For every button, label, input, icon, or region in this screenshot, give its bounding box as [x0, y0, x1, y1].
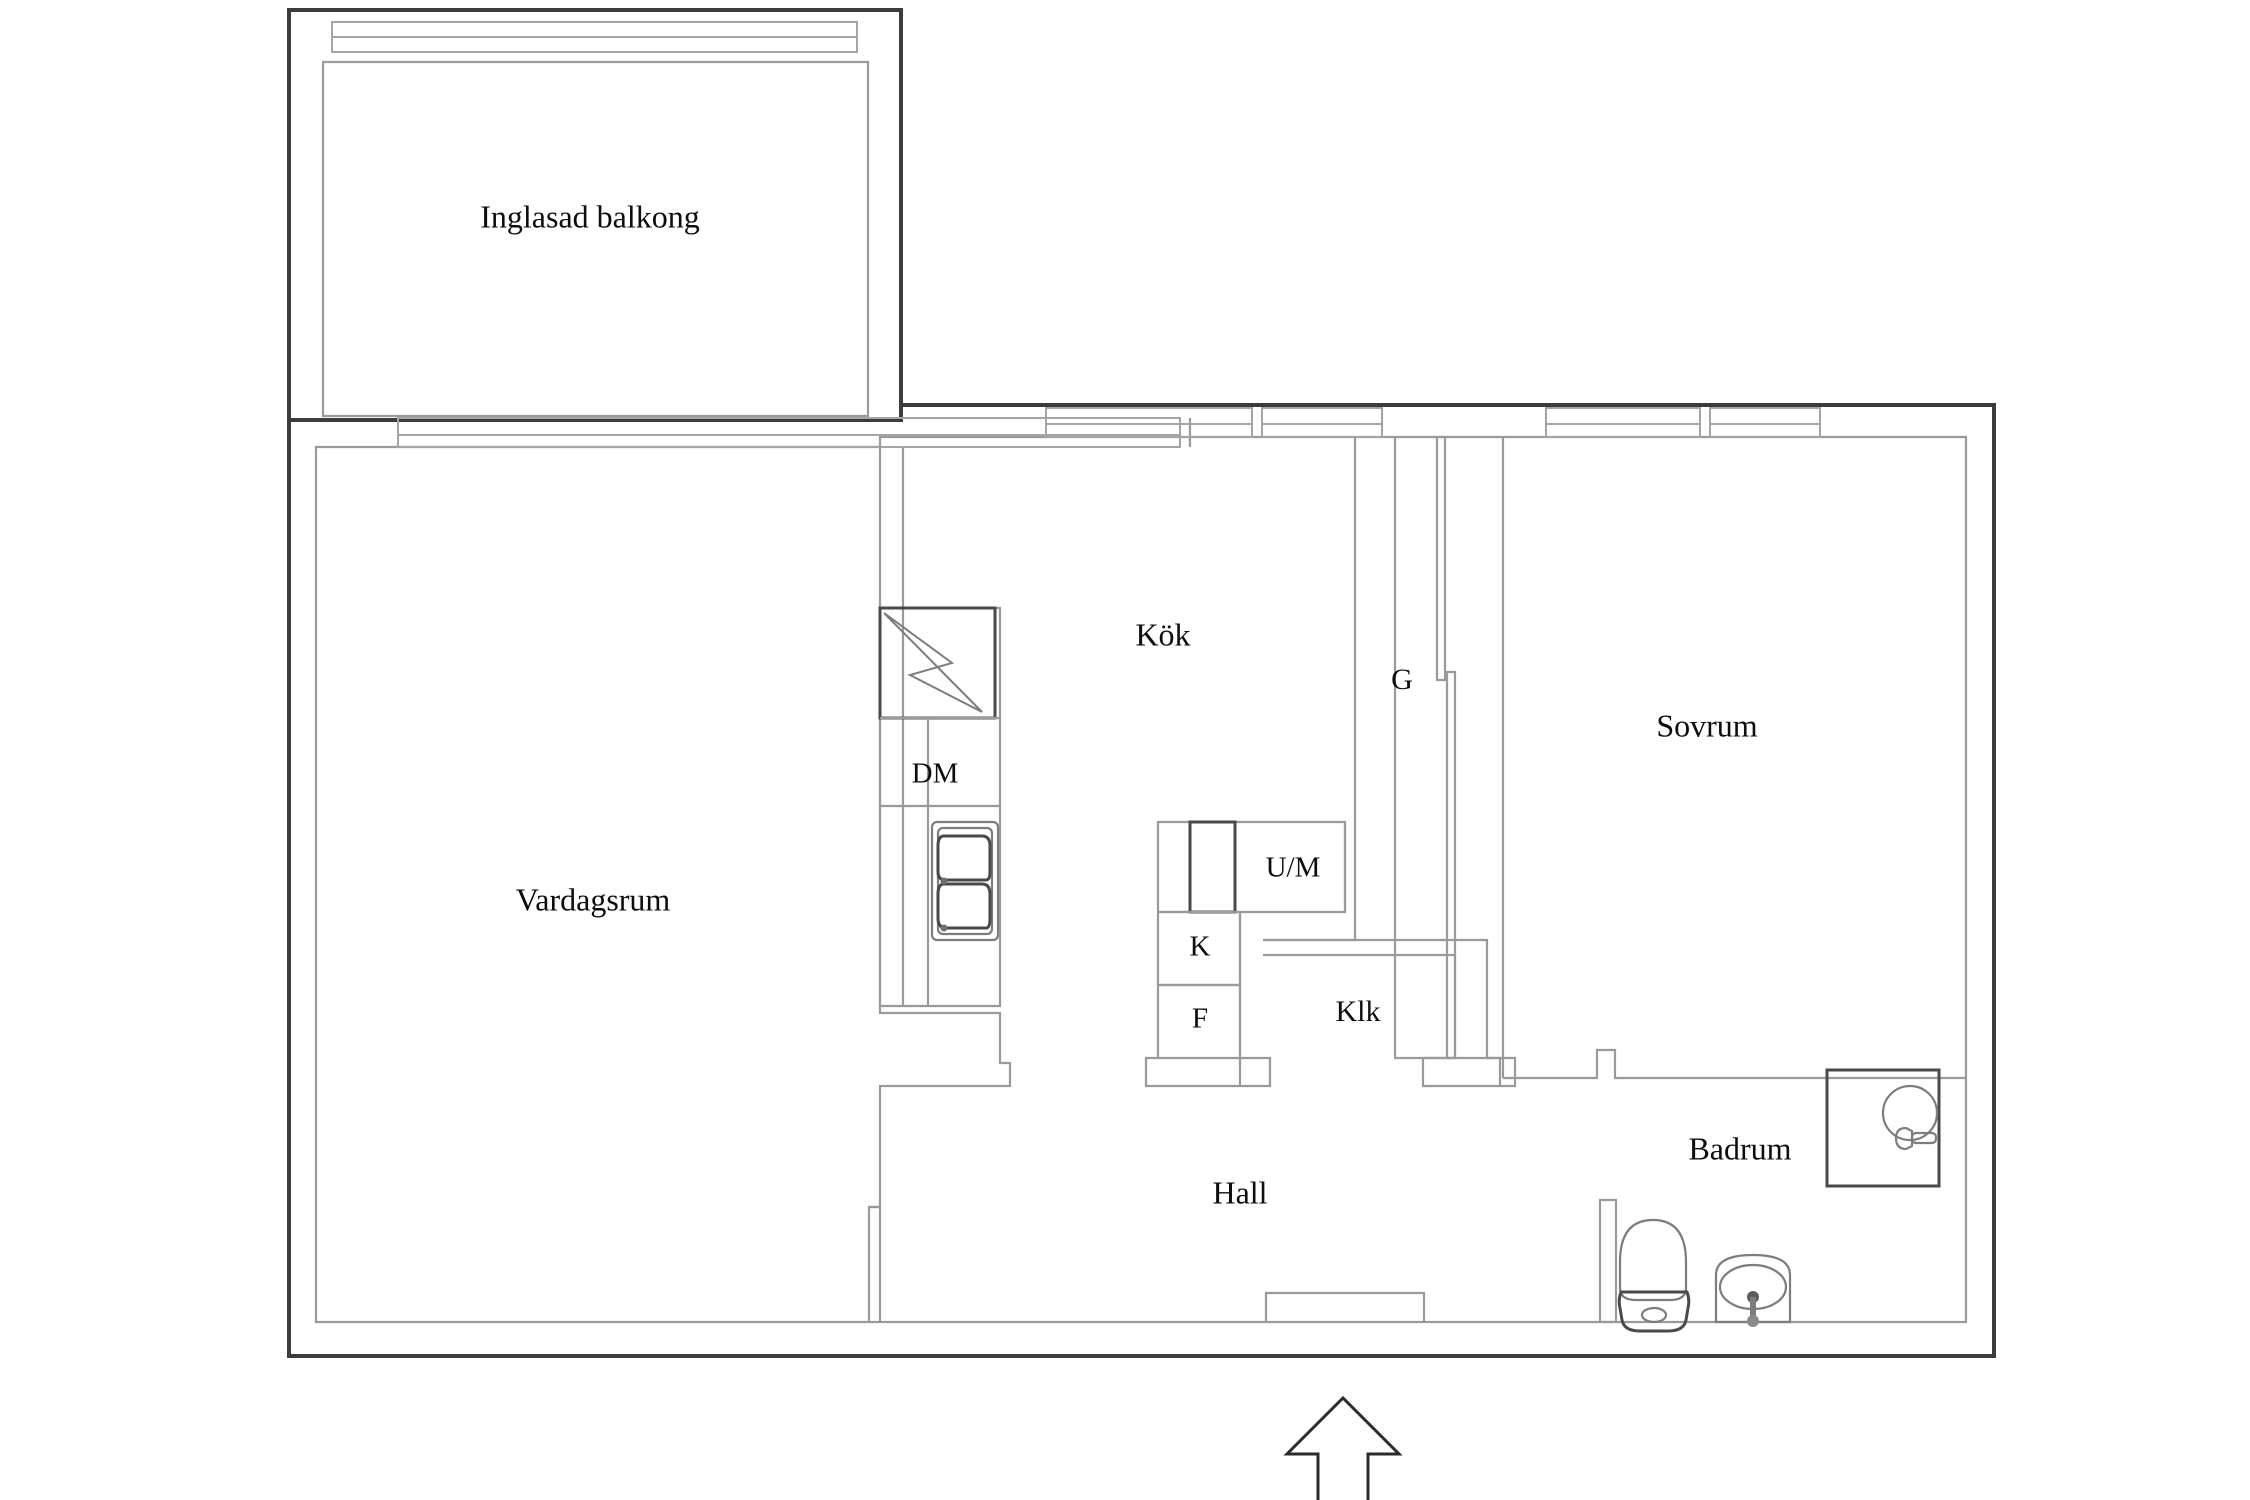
wardrobe-g-footing: [1487, 1056, 1502, 1086]
bathroom-group: [1598, 1068, 1941, 1333]
entrance-arrow: [1283, 1395, 1403, 1500]
partition-kitchen-east: [1263, 435, 1517, 1088]
sink-drain-lower: [940, 924, 948, 932]
washbasin-body: [1714, 1253, 1792, 1324]
front-door-reveal: [1264, 1291, 1426, 1322]
kitchen-sink-icon: [930, 820, 1000, 942]
window-group-north: [397, 407, 1821, 448]
toilet-flush-button: [1640, 1306, 1668, 1324]
outer-wall-outline: [287, 403, 1996, 1358]
balcony-inner-outline: [321, 60, 870, 418]
shower-drain: [1881, 1084, 1939, 1142]
shower-icon: [1825, 1068, 1941, 1188]
sink-basin-upper: [936, 834, 992, 882]
window-kitchen-right: [1261, 407, 1383, 438]
shower-tray: [1825, 1068, 1941, 1188]
sink-basin-lower: [936, 882, 992, 930]
bedroom-walls: [1501, 437, 1966, 1080]
shower-head-arm: [1910, 1131, 1938, 1145]
wall-hall-west-stub: [869, 1205, 882, 1322]
window-bedroom-left: [1545, 407, 1701, 438]
toilet-bowl: [1618, 1218, 1688, 1302]
balcony-door-band: [397, 417, 1181, 448]
sink-outer: [930, 820, 1000, 942]
room-label-bathroom: Badrum: [1688, 1130, 1791, 1166]
stove-hob-icon: [883, 612, 983, 713]
shower-head-base: [1894, 1126, 1914, 1151]
kitchen-counter-run: [878, 606, 1002, 1008]
oven-micro-door: [1188, 820, 1237, 914]
closet-klk-outline: [1263, 938, 1517, 1088]
window-kitchen-left: [1045, 407, 1253, 438]
stove-outline: [878, 606, 997, 720]
wardrobe-g-outline: [1393, 437, 1490, 1060]
room-label-bedroom: Sovrum: [1656, 707, 1757, 743]
sink-drain-upper: [940, 877, 948, 885]
wall-kitchen-east-return: [1263, 912, 1357, 942]
toilet-cistern: [1617, 1290, 1691, 1333]
sink-inner: [936, 826, 994, 936]
appliance-label-washer-dryer: U/M: [1266, 852, 1321, 884]
appliance-label-dishwasher: DM: [912, 758, 959, 790]
room-label-kitchen: Kök: [1135, 616, 1190, 652]
bathroom-door-jamb: [1598, 1198, 1618, 1324]
appliance-block: [1144, 820, 1347, 1088]
toilet-icon: [1617, 1218, 1691, 1333]
appliance-block-kickplate: [1144, 1056, 1272, 1088]
room-label-closet: Klk: [1336, 995, 1381, 1028]
window-bedroom-right: [1709, 407, 1821, 438]
washbasin-tap-head: [1747, 1315, 1759, 1327]
appliance-label-fridge: K: [1190, 931, 1211, 963]
washbasin-tap-stem: [1750, 1297, 1756, 1321]
balcony-glazing-top: [331, 21, 858, 53]
appliance-label-freezer: F: [1192, 1003, 1208, 1035]
room-label-livingroom: Vardagsrum: [516, 881, 671, 917]
wall-bedroom-south: [1503, 1048, 1966, 1080]
room-label-wardrobe: G: [1391, 663, 1413, 696]
wardrobe-sliding-leaf-lower: [1445, 670, 1457, 1060]
outer-wall-inner-face: [314, 435, 1968, 1324]
wardrobe-sliding-leaf-upper: [1435, 435, 1447, 682]
hall-walls: [869, 1205, 1426, 1322]
room-label-hall: Hall: [1212, 1174, 1267, 1210]
washbasin-icon: [1714, 1253, 1792, 1327]
room-label-balcony: Inglasad balkong: [480, 198, 700, 234]
